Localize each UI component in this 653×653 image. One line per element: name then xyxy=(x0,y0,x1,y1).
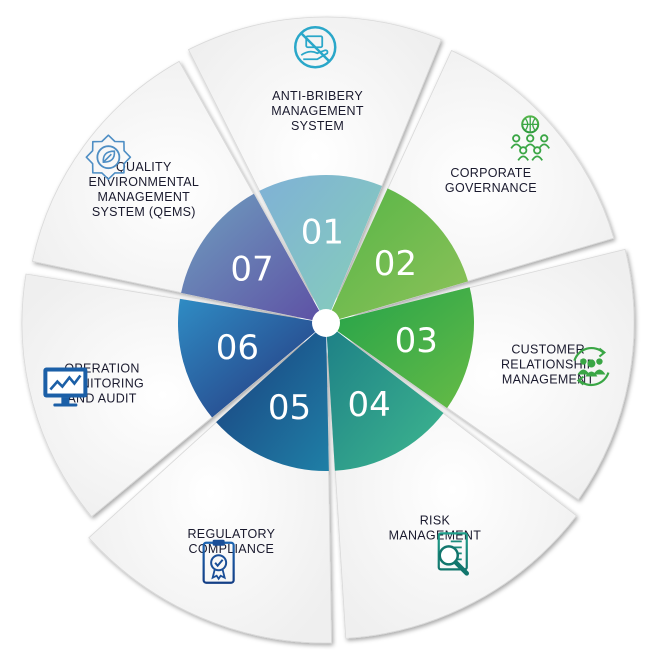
segment-label-line: REGULATORY xyxy=(187,527,275,541)
segment-label-line: RELATIONSHIP xyxy=(501,357,595,371)
segment-number-01: 01 xyxy=(301,212,344,252)
center-hub xyxy=(312,309,340,337)
segment-number-05: 05 xyxy=(268,388,311,428)
segment-label-line: RISK xyxy=(420,513,451,527)
segment-label-line: MANAGEMENT xyxy=(271,104,364,118)
segment-number-07: 07 xyxy=(230,250,273,290)
segment-label-line: QUALITY xyxy=(116,160,172,174)
segment-label-line: ENVIRONMENTAL xyxy=(89,175,200,189)
anti-bribery-icon xyxy=(293,25,337,69)
regulatory-compliance-icon xyxy=(202,539,235,584)
customer-relationship-icon xyxy=(573,346,610,387)
segment-label-line: MANAGEMENT xyxy=(98,190,191,204)
segment-label-line: MANAGEMENT xyxy=(389,528,482,542)
inner-wedge-01 xyxy=(259,175,383,323)
inner-wedge-02 xyxy=(326,188,469,323)
segment-number-04: 04 xyxy=(347,385,390,425)
segment-number-03: 03 xyxy=(395,321,438,361)
segment-label-line: CUSTOMER xyxy=(511,342,585,356)
segment-label-line: COMPLIANCE xyxy=(189,542,275,556)
segment-number-02: 02 xyxy=(374,244,417,284)
operation-monitoring-icon xyxy=(43,367,88,407)
segment-label-line: SYSTEM xyxy=(291,119,344,133)
segment-label-line: CORPORATE xyxy=(450,166,531,180)
inner-wedge-05 xyxy=(216,323,329,471)
segment-label-line: MANAGEMENT xyxy=(502,372,595,386)
inner-wedge-04 xyxy=(326,323,444,471)
segment-label-line: GOVERNANCE xyxy=(445,181,537,195)
inner-wedge-03 xyxy=(326,287,474,409)
segment-label-line: SYSTEM (QEMS) xyxy=(92,205,196,219)
segment-number-06: 06 xyxy=(216,328,259,368)
inner-wedge-07 xyxy=(181,193,326,323)
inner-wedge-06 xyxy=(178,298,326,418)
quality-environmental-icon xyxy=(85,134,132,181)
icons-layer xyxy=(43,25,610,584)
risk-management-icon xyxy=(437,532,470,576)
corporate-governance-icon xyxy=(510,115,550,161)
segment-label-line: ANTI-BRIBERY xyxy=(272,89,363,103)
